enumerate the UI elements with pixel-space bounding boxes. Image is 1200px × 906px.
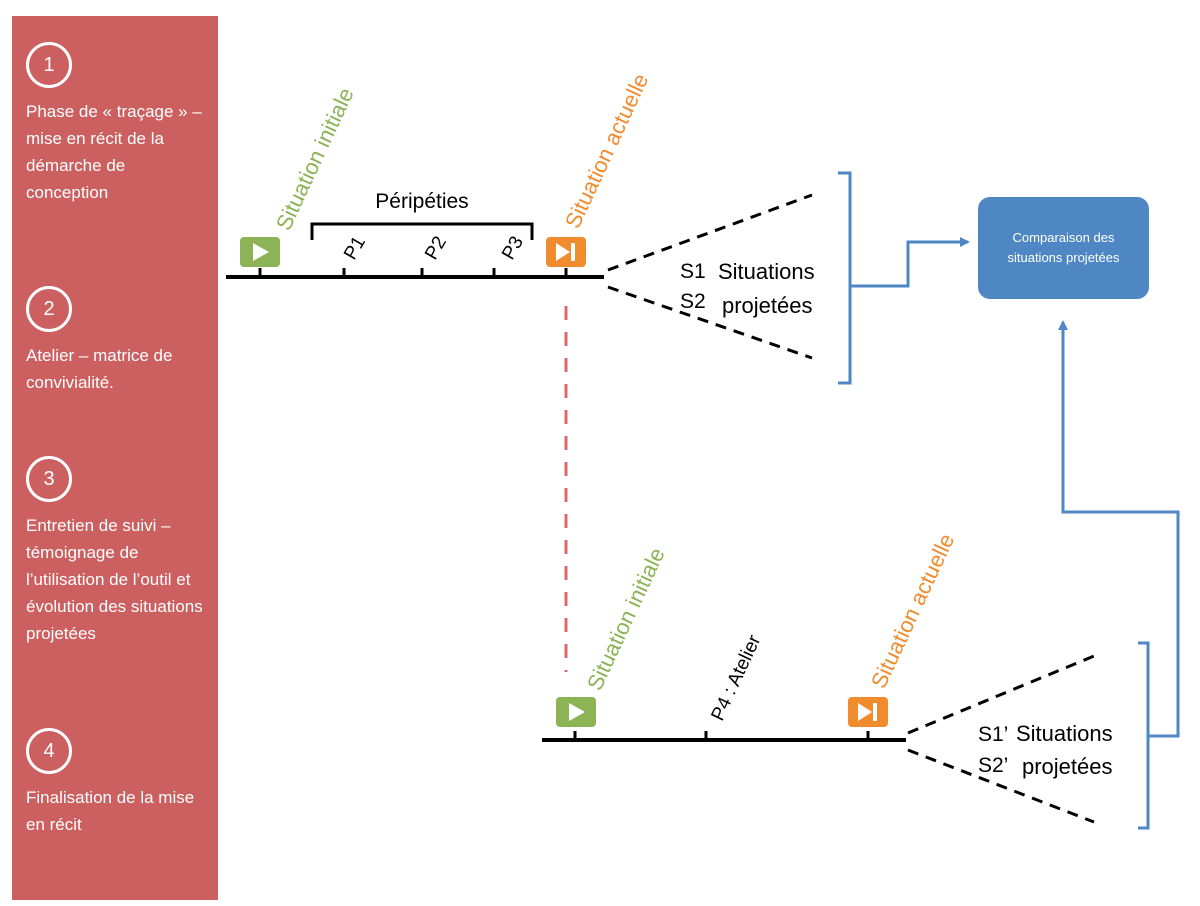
bottom-projection-upper [907, 654, 1095, 735]
top-projection-lower [607, 285, 813, 360]
top-projected-line1: Situations [718, 259, 815, 284]
top-projected-line2: projetées [722, 293, 813, 318]
top-s2-label: S2 [680, 290, 706, 313]
bottom-start-label: Situation initiale [582, 544, 670, 694]
step-text-3: Entretien de suivi – témoignage de l’uti… [26, 516, 203, 643]
bottom-projections-bracket [1138, 641, 1150, 830]
bottom-end-label: Situation actuelle [866, 530, 959, 692]
top-projections-bracket [838, 171, 852, 385]
step-2: 2 Atelier – matrice de convivialité. [26, 286, 212, 396]
bottom-skip-to-end-icon [848, 697, 888, 727]
tick-label-p3: P3 [498, 233, 528, 264]
step-number-1: 1 [26, 42, 72, 88]
step-text-1: Phase de « traçage » – mise en récit de … [26, 102, 202, 202]
top-end-label: Situation actuelle [560, 70, 653, 232]
tick-label-p4: P4 : Atelier [707, 631, 765, 724]
top-play-icon [240, 237, 280, 267]
peripeties-label: Péripéties [375, 190, 468, 213]
steps-sidebar: 1 Phase de « traçage » – mise en récit d… [12, 16, 218, 900]
top-projection-upper [607, 193, 813, 272]
top-skip-to-end-icon [546, 237, 586, 267]
bottom-play-icon [556, 697, 596, 727]
top-start-label: Situation initiale [271, 84, 359, 234]
tick-label-p2: P2 [421, 233, 451, 264]
top-to-comparison-arrow [850, 237, 970, 288]
step-number-3: 3 [26, 456, 72, 502]
bottom-to-comparison-arrow [1058, 320, 1180, 738]
step-number-4: 4 [26, 728, 72, 774]
step-number-2: 2 [26, 286, 72, 332]
step-3: 3 Entretien de suivi – témoignage de l’u… [26, 456, 212, 647]
step-4: 4 Finalisation de la mise en récit [26, 728, 212, 838]
step-text-2: Atelier – matrice de convivialité. [26, 346, 173, 392]
comparison-box: Comparaison des situations projetées [978, 197, 1149, 299]
bottom-s2-label: S2’ [978, 754, 1008, 777]
bottom-projected-line2: projetées [1022, 754, 1113, 779]
bottom-projected-line1: Situations [1016, 721, 1113, 746]
step-text-4: Finalisation de la mise en récit [26, 788, 195, 834]
top-s1-label: S1 [680, 260, 706, 283]
step-1: 1 Phase de « traçage » – mise en récit d… [26, 42, 212, 206]
bottom-projection-lower [907, 748, 1095, 824]
peripeties-bracket [310, 222, 534, 240]
tick-label-p1: P1 [340, 233, 370, 264]
bottom-s1-label: S1’ [978, 723, 1008, 746]
